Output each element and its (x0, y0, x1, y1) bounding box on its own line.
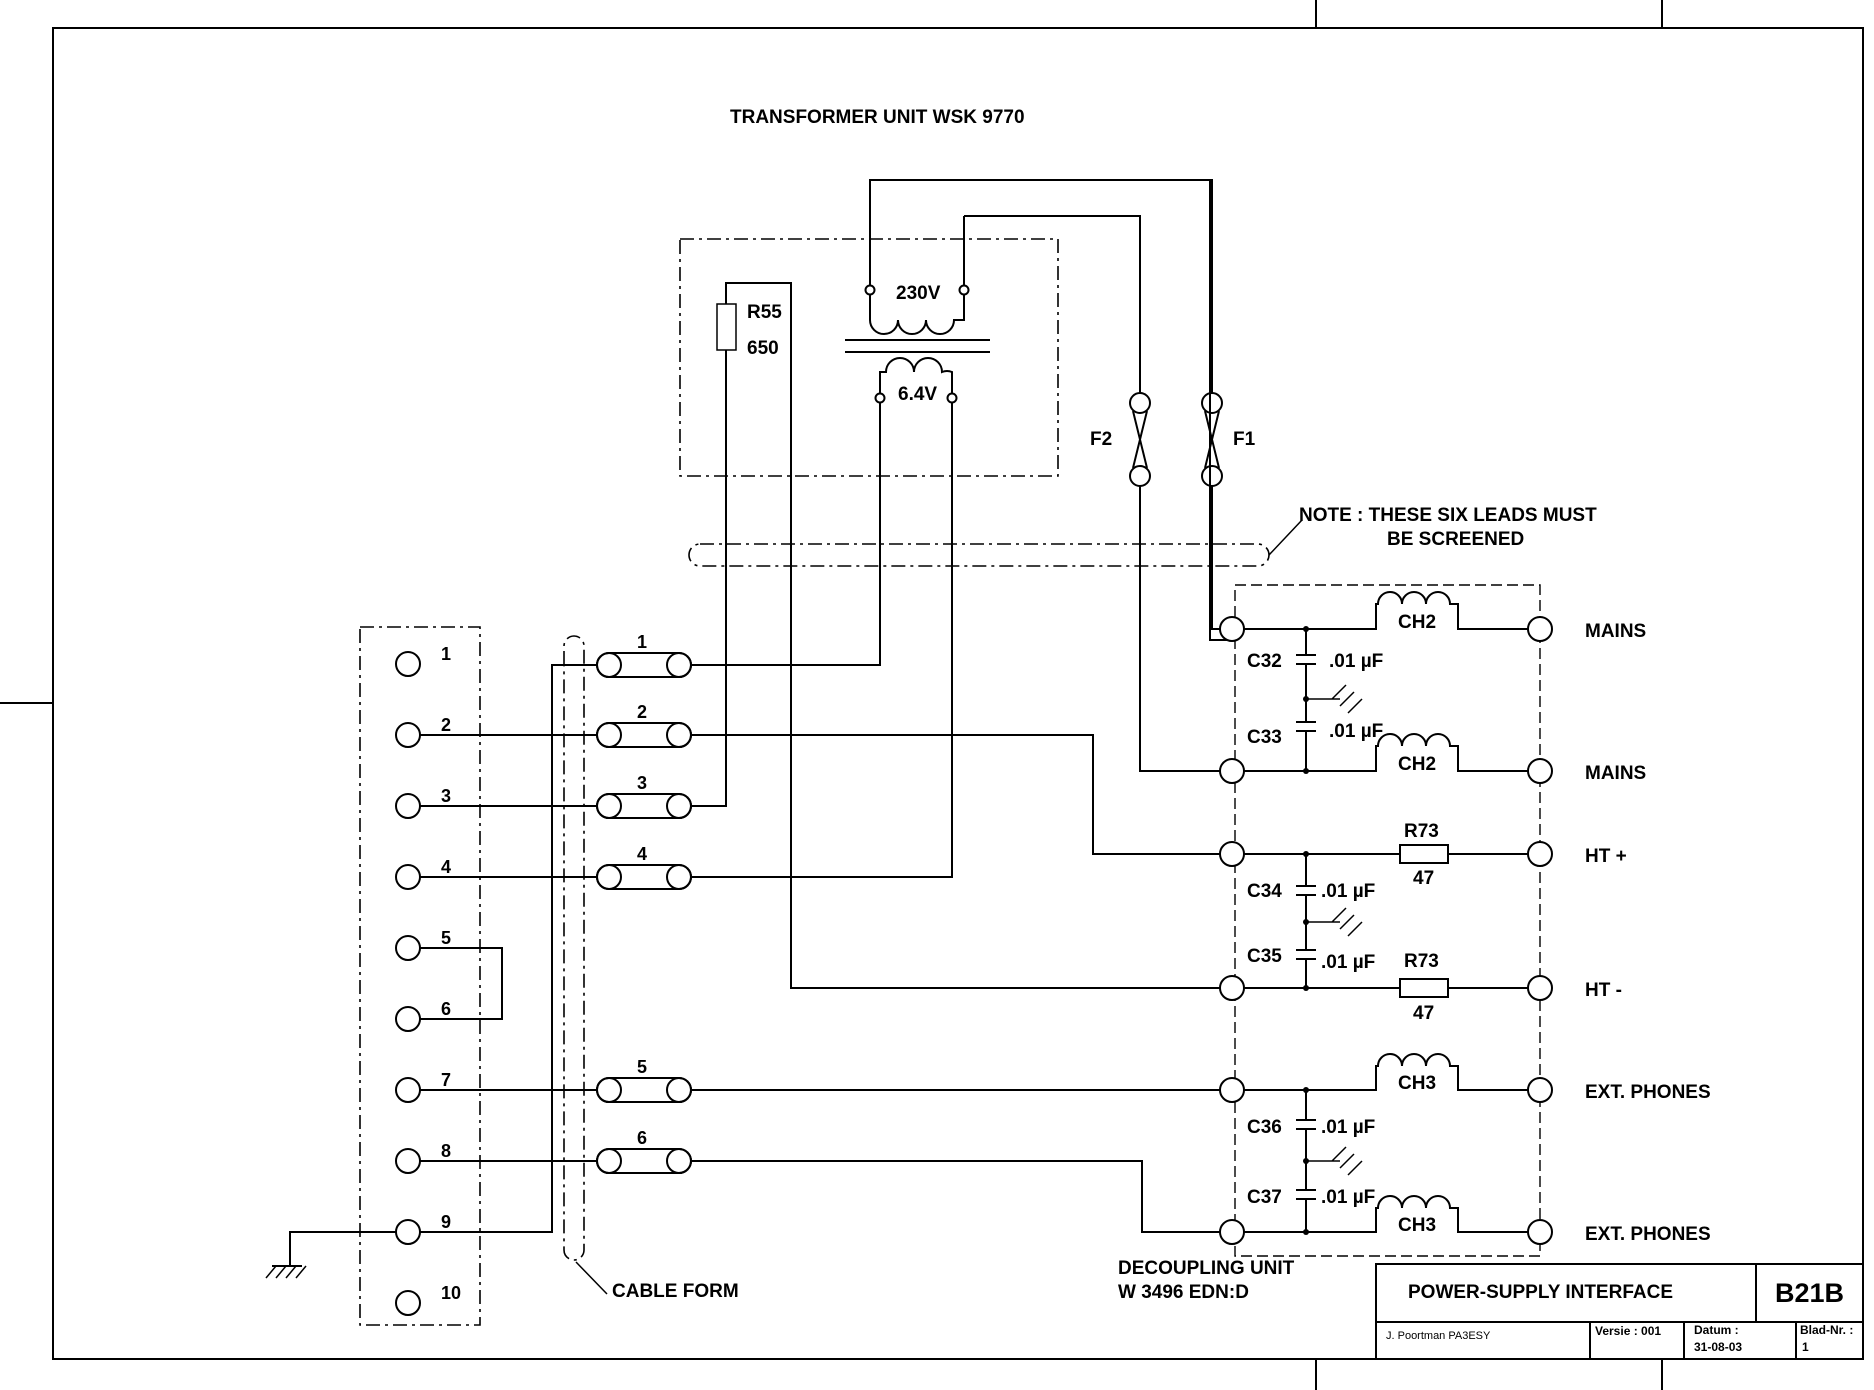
fuse-f2: F2 (1090, 392, 1151, 487)
capacitor-name-c33: C33 (1247, 727, 1282, 748)
lead-number-5: 5 (637, 1057, 647, 1077)
resistor-r55-value: 650 (747, 338, 779, 359)
output-label-ext-phones-1: EXT. PHONES (1585, 1082, 1711, 1103)
title-block-title: POWER-SUPPLY INTERFACE (1408, 1282, 1673, 1303)
capacitor-name-c36: C36 (1247, 1117, 1282, 1138)
capacitor-value-c34: .01 µF (1321, 881, 1375, 902)
choke-label-1: CH2 (1398, 612, 1436, 633)
connector-pin-5: 5 (441, 928, 451, 948)
output-label-mains-1: MAINS (1585, 621, 1646, 642)
capacitor-value-c35: .01 µF (1321, 952, 1375, 973)
connector-pin-6: 6 (441, 999, 451, 1019)
title-block-sheet: 1 (1802, 1340, 1809, 1354)
jumper-5-6 (420, 947, 503, 1020)
connector-pin-1: 1 (441, 644, 451, 664)
screened-leads-loop (688, 519, 1303, 567)
connector-pin-10: 10 (441, 1283, 461, 1303)
capacitor-name-c35: C35 (1247, 946, 1282, 967)
capacitor-name-c37: C37 (1247, 1187, 1282, 1208)
capacitor-value-c32: .01 µF (1329, 651, 1383, 672)
decoupling-circuit-phones (1244, 1053, 1528, 1235)
capacitor-name-c34: C34 (1247, 881, 1282, 902)
resistor-r55-name: R55 (747, 302, 782, 323)
lead-number-2: 2 (637, 702, 647, 722)
cable-form (563, 635, 608, 1295)
decoupling-circuit-mains (1244, 591, 1528, 774)
connector-pin-9: 9 (441, 1212, 451, 1232)
choke-label-3: CH3 (1398, 1073, 1436, 1094)
lead-capsules (596, 652, 692, 1174)
connector-block-boundary (359, 626, 481, 1326)
title-block-code: B21B (1775, 1278, 1844, 1308)
note-line-2: BE SCREENED (1387, 529, 1524, 550)
resistor-r73-name-1: R73 (1404, 821, 1439, 842)
decoupling-unit-line-2: W 3496 EDN:D (1118, 1282, 1249, 1303)
connector-pin-8: 8 (441, 1141, 451, 1161)
fuse-f2-label: F2 (1090, 429, 1112, 450)
cable-form-label: CABLE FORM (612, 1281, 739, 1302)
capacitor-value-c37: .01 µF (1321, 1187, 1375, 1208)
decoupling-circuit-ht (1244, 844, 1528, 998)
connector-pin-7: 7 (441, 1070, 451, 1090)
wiring (420, 179, 1220, 1233)
diagram-title: TRANSFORMER UNIT WSK 9770 (730, 107, 1025, 128)
choke-label-2: CH2 (1398, 754, 1436, 775)
title-block-date-label: Datum : (1694, 1323, 1739, 1337)
decoupling-unit-line-1: DECOUPLING UNIT (1118, 1258, 1295, 1279)
decoupling-unit-boundary (1234, 584, 1541, 1257)
resistor-r73-value-2: 47 (1413, 1003, 1434, 1024)
connector-pin-2: 2 (441, 715, 451, 735)
connector-pin-4: 4 (441, 857, 451, 877)
capacitor-value-c33: .01 µF (1329, 721, 1383, 742)
output-label-ht-minus: HT - (1585, 980, 1622, 1001)
ground-pin-9 (265, 1231, 396, 1279)
resistor-r73-name-2: R73 (1404, 951, 1439, 972)
output-label-ext-phones-2: EXT. PHONES (1585, 1224, 1711, 1245)
title-block (1375, 1263, 1864, 1360)
transformer: 230V 6.4V (845, 179, 1230, 641)
choke-label-4: CH3 (1398, 1215, 1436, 1236)
capacitor-name-c32: C32 (1247, 651, 1282, 672)
lead-number-4: 4 (637, 844, 647, 864)
title-block-version: Versie : 001 (1595, 1324, 1661, 1338)
output-label-mains-2: MAINS (1585, 763, 1646, 784)
lead-number-1: 1 (637, 632, 647, 652)
fuse-f1-label: F1 (1233, 429, 1256, 450)
connector-pin-3: 3 (441, 786, 451, 806)
output-label-ht-plus: HT + (1585, 846, 1627, 867)
secondary-voltage-label: 6.4V (898, 384, 937, 405)
lead-number-6: 6 (637, 1128, 647, 1148)
connector-pins (395, 651, 421, 1316)
lead-number-3: 3 (637, 773, 647, 793)
title-block-sheet-label: Blad-Nr. : (1800, 1323, 1853, 1337)
capacitor-value-c36: .01 µF (1321, 1117, 1375, 1138)
title-block-author: J. Poortman PA3ESY (1386, 1330, 1491, 1342)
title-block-date: 31-08-03 (1694, 1340, 1742, 1354)
resistor-r73-value-1: 47 (1413, 868, 1434, 889)
primary-voltage-label: 230V (896, 283, 941, 304)
note-line-1: NOTE : THESE SIX LEADS MUST (1299, 505, 1597, 526)
decoupling-terminals (1219, 616, 1553, 1245)
